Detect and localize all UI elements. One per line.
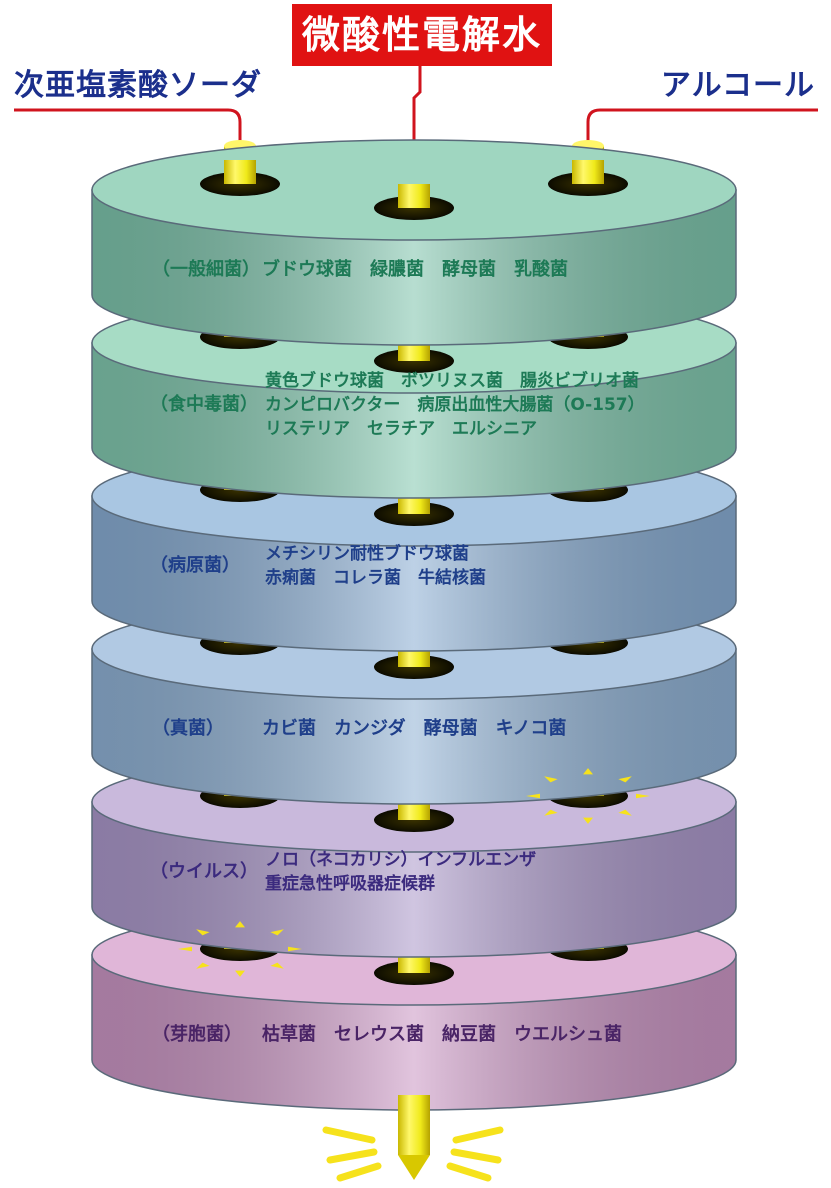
rod-segment: [572, 160, 604, 184]
bottom-burst-icon: [322, 1126, 504, 1182]
layer-organisms: ノロ（ネコカリシ）インフルエンザ: [265, 849, 536, 870]
layer-category: （芽胞菌）: [152, 1023, 242, 1045]
layer-organisms: ブドウ球菌 緑膿菌 酵母菌 乳酸菌: [262, 258, 568, 280]
layer-organisms: カンピロバクター 病原出血性大腸菌（O-157）: [265, 394, 645, 415]
right-label: アルコール: [660, 68, 815, 103]
layer-organisms: カビ菌 カンジダ 酵母菌 キノコ菌: [262, 717, 566, 739]
left-connector-line: [14, 108, 242, 146]
layer-category: （一般細菌）: [152, 258, 260, 280]
right-connector-line: [586, 108, 818, 146]
layer-category: （病原菌）: [150, 554, 240, 576]
rod-segment: [398, 184, 430, 208]
connector-lines: [14, 66, 818, 168]
bottom-rod-group: [322, 1095, 504, 1182]
layer-organisms: 黄色ブドウ球菌 ボツリヌス菌 腸炎ビブリオ菌: [265, 370, 639, 391]
layer-side-outline: [91, 495, 737, 652]
layer-category: （ウイルス）: [150, 861, 258, 882]
layer-organisms: 重症急性呼吸器症候群: [265, 873, 435, 894]
layer-organisms: リステリア セラチア エルシニア: [265, 419, 537, 439]
layer-disc: （一般細菌）ブドウ球菌 緑膿菌 酵母菌 乳酸菌: [91, 139, 737, 346]
layer-side-outline: [91, 648, 737, 805]
burst-icon: [526, 768, 650, 824]
diagram-title: 微酸性電解水: [301, 13, 542, 57]
tower: （芽胞菌） 枯草菌 セレウス菌 納豆菌 ウエルシュ菌 （ウイルス） ノロ（ネコカリシ）…: [91, 139, 737, 1111]
burst-icon: [178, 921, 302, 977]
layer-side-outline: [91, 801, 737, 958]
title-box: 微酸性電解水: [292, 4, 552, 66]
rod-segment: [224, 160, 256, 184]
bottom-rod: [398, 1095, 430, 1155]
layer-category: （食中毒菌）: [150, 393, 258, 415]
layer-disc: （真菌） カビ菌 カンジダ 酵母菌 キノコ菌: [91, 598, 737, 805]
layer-organisms: 赤痢菌 コレラ菌 牛結核菌: [265, 567, 486, 588]
bottom-rod-tip: [398, 1155, 430, 1180]
layer-organisms: メチシリン耐性ブドウ球菌: [265, 543, 469, 564]
left-label: 次亜塩素酸ソーダ: [14, 68, 262, 103]
center-connector-line: [412, 66, 422, 168]
layer-organisms: 枯草菌 セレウス菌 納豆菌 ウエルシュ菌: [262, 1023, 622, 1045]
layer-side-outline: [91, 189, 737, 346]
layer-side-outline: [91, 342, 737, 499]
layer-category: （真菌）: [152, 717, 224, 739]
